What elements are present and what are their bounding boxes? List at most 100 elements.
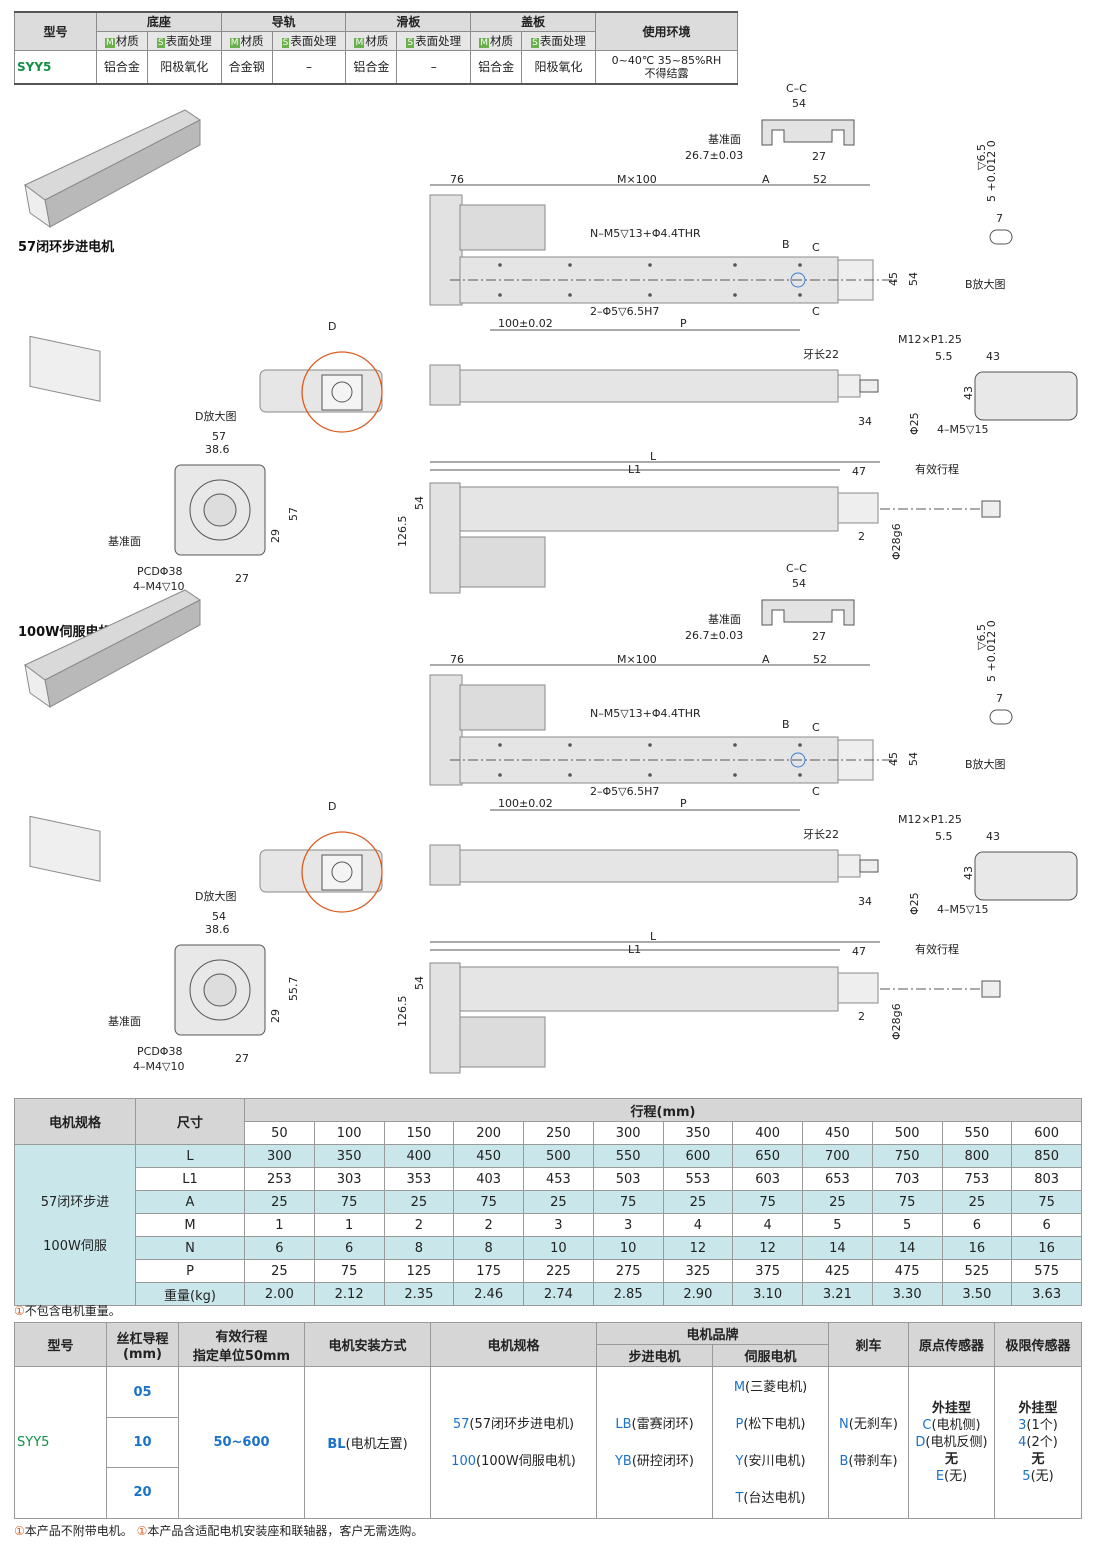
- table-cell: 14: [871, 1236, 943, 1260]
- dim-l1: L1: [628, 943, 641, 956]
- table-cell: 25: [941, 1190, 1013, 1214]
- depth: ▽6.5: [975, 144, 988, 170]
- spec-header-model: 型号: [14, 11, 97, 51]
- table-cell: 75: [732, 1190, 803, 1214]
- table-cell: 3.21: [802, 1282, 873, 1306]
- spec-header-env: 使用环境: [595, 11, 738, 51]
- product-motor-cap: [29, 815, 101, 882]
- table-cell: 800: [941, 1144, 1013, 1168]
- stroke-end: [981, 500, 1001, 518]
- hole: [733, 293, 737, 297]
- hole: [733, 743, 737, 747]
- dim-47: 47: [852, 945, 866, 958]
- d-57: 54: [212, 910, 226, 923]
- detail-b-circle: [790, 752, 806, 768]
- bottom-rail: [459, 966, 839, 1012]
- bottom-flange: [429, 962, 461, 1074]
- order-stroke: 50~600: [178, 1366, 305, 1519]
- table-cell: 75: [592, 1190, 664, 1214]
- table-cell: 703: [871, 1167, 943, 1191]
- dim-52: 52: [813, 173, 827, 186]
- d-57: 57: [212, 430, 226, 443]
- table-cell: 353: [383, 1167, 455, 1191]
- dim-p: P: [680, 797, 687, 810]
- lead-20: 20: [133, 1484, 152, 1500]
- table-cell: 4: [732, 1213, 803, 1237]
- dim-m100: M×100: [617, 173, 657, 186]
- dim-phi25: Φ25: [908, 892, 921, 915]
- table-cell: 2.46: [453, 1282, 524, 1306]
- d-circle: [301, 831, 383, 913]
- table-cell: 750: [871, 1144, 943, 1168]
- table-cell: 803: [1011, 1167, 1082, 1191]
- d-29: 29: [269, 1009, 282, 1023]
- dim-l1: L1: [628, 463, 641, 476]
- dim-76: 76: [450, 173, 464, 186]
- dim-43b: 43: [962, 386, 975, 400]
- dim-p: P: [680, 317, 687, 330]
- table-cell: 453: [523, 1167, 594, 1191]
- side-block: [837, 374, 861, 398]
- cc-27: 27: [812, 630, 826, 643]
- order-code-table: 型号 丝杠导程(mm) 有效行程指定单位50mm 电机安装方式 电机规格 电机品…: [14, 1322, 1082, 1519]
- d-386: 38.6: [205, 923, 230, 936]
- bottom-motor: [459, 536, 546, 588]
- weight-note: ①不包含电机重量。: [14, 1304, 121, 1318]
- side-flange: [429, 364, 461, 406]
- table-cell: 3: [592, 1213, 664, 1237]
- table-cell: 5: [802, 1213, 873, 1237]
- label-c: C: [812, 785, 820, 798]
- dim-55: 5.5: [935, 830, 953, 843]
- order-footnote: ①本产品不附带电机。 ①本产品含适配电机安装座和联轴器，客户无需选购。: [14, 1524, 424, 1538]
- spec-model: SYY5: [14, 49, 97, 85]
- dim-phi25: Φ25: [908, 412, 921, 435]
- cc-label: C–C: [786, 562, 807, 575]
- cc-label: C–C: [786, 82, 807, 95]
- table-cell: 300: [244, 1144, 315, 1168]
- table-cell: 16: [1011, 1236, 1082, 1260]
- d-27: 27: [235, 1052, 249, 1065]
- hole: [798, 293, 802, 297]
- tolerance: 5 +0.012 0: [985, 140, 998, 202]
- cc-section: [761, 119, 855, 146]
- cc-section: [761, 599, 855, 626]
- stroke-col-550: 550: [941, 1121, 1013, 1145]
- hole: [498, 293, 502, 297]
- hole: [798, 263, 802, 267]
- table-cell: 2.74: [523, 1282, 594, 1306]
- hole: [648, 293, 652, 297]
- spec-header-base: 底座: [96, 11, 222, 32]
- dim-43: 43: [986, 350, 1000, 363]
- table-cell: 425: [802, 1259, 873, 1283]
- order-h-stroke: 有效行程指定单位50mm: [178, 1322, 305, 1367]
- row-label: 重量(kg): [135, 1282, 245, 1306]
- table-cell: 3.30: [871, 1282, 943, 1306]
- bottom-shaft: [837, 492, 879, 524]
- side-screw: [859, 379, 879, 393]
- row-label: L: [135, 1144, 245, 1168]
- hole: [648, 263, 652, 267]
- hole: [798, 773, 802, 777]
- table-cell: 14: [802, 1236, 873, 1260]
- bottom-rail: [459, 486, 839, 532]
- table-cell: 303: [313, 1167, 385, 1191]
- table-cell: 75: [313, 1259, 385, 1283]
- table-cell: 525: [941, 1259, 1013, 1283]
- cc-width: 54: [792, 577, 806, 590]
- order-model: SYY5: [14, 1366, 107, 1519]
- side-block: [837, 854, 861, 878]
- table-cell: 3.50: [941, 1282, 1013, 1306]
- label-d: D: [328, 320, 336, 333]
- table-cell: 575: [1011, 1259, 1082, 1283]
- row-label: M: [135, 1213, 245, 1237]
- reference-label: 基准面: [708, 133, 741, 146]
- slider-material: 铝合金: [345, 49, 398, 85]
